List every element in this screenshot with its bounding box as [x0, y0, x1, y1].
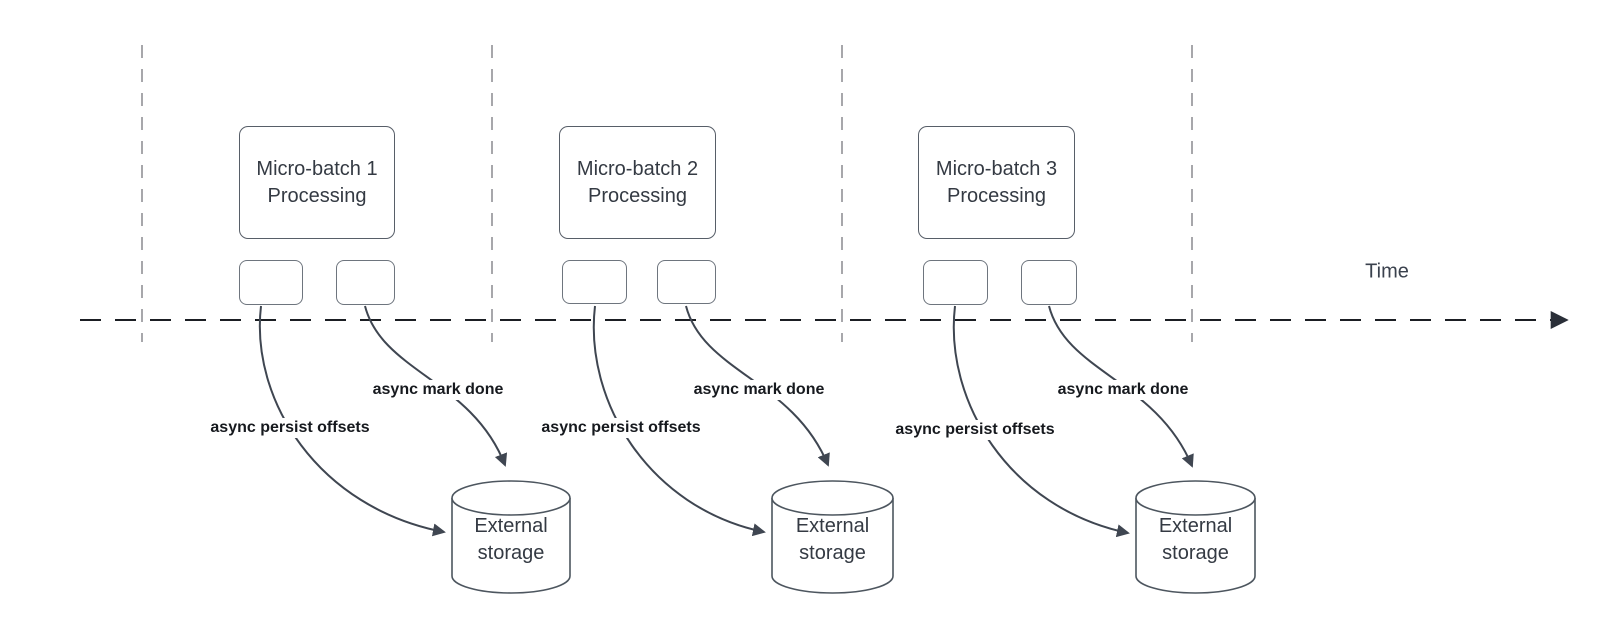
micro-batch-2-task-right-box	[657, 260, 716, 304]
external-storage-label-1: External storage	[474, 515, 548, 564]
micro-batch-1-task-right-box	[336, 260, 395, 305]
storage-cylinder-1	[451, 480, 571, 594]
persist-offsets-label-1: async persist offsets	[206, 418, 374, 438]
mark-done-arrow-1	[364, 305, 508, 467]
mark-done-label-1: async mark done	[368, 380, 508, 400]
external-storage-label-3: External storage	[1158, 515, 1233, 564]
micro-batch-3-processing-box: Micro-batch 3 Processing	[918, 126, 1075, 239]
micro-batch-2-processing-box: Micro-batch 2 Processing	[559, 126, 716, 239]
time-axis-label: Time	[1365, 260, 1409, 283]
mark-done-arrow-2	[685, 305, 830, 467]
mark-done-label-2: async mark done	[689, 380, 829, 400]
persist-offsets-label-3: async persist offsets	[891, 420, 1059, 440]
persist-offsets-arrow-2	[592, 305, 766, 537]
micro-batch-1-processing-box: Micro-batch 1 Processing	[239, 126, 395, 239]
persist-offsets-arrow-3	[952, 305, 1130, 538]
micro-batch-3-task-left-box	[923, 260, 988, 305]
micro-batch-3-task-right-box	[1021, 260, 1077, 305]
storage-cylinder-3	[1135, 480, 1256, 594]
storage-cylinder-2	[771, 480, 894, 594]
mark-done-arrow-3	[1048, 305, 1194, 468]
persist-offsets-arrow-1	[258, 305, 446, 537]
mark-done-label-3: async mark done	[1053, 380, 1193, 400]
micro-batch-2-task-left-box	[562, 260, 627, 304]
persist-offsets-label-2: async persist offsets	[537, 418, 705, 438]
external-storage-label-2: External storage	[795, 515, 870, 564]
micro-batch-1-task-left-box	[239, 260, 303, 305]
